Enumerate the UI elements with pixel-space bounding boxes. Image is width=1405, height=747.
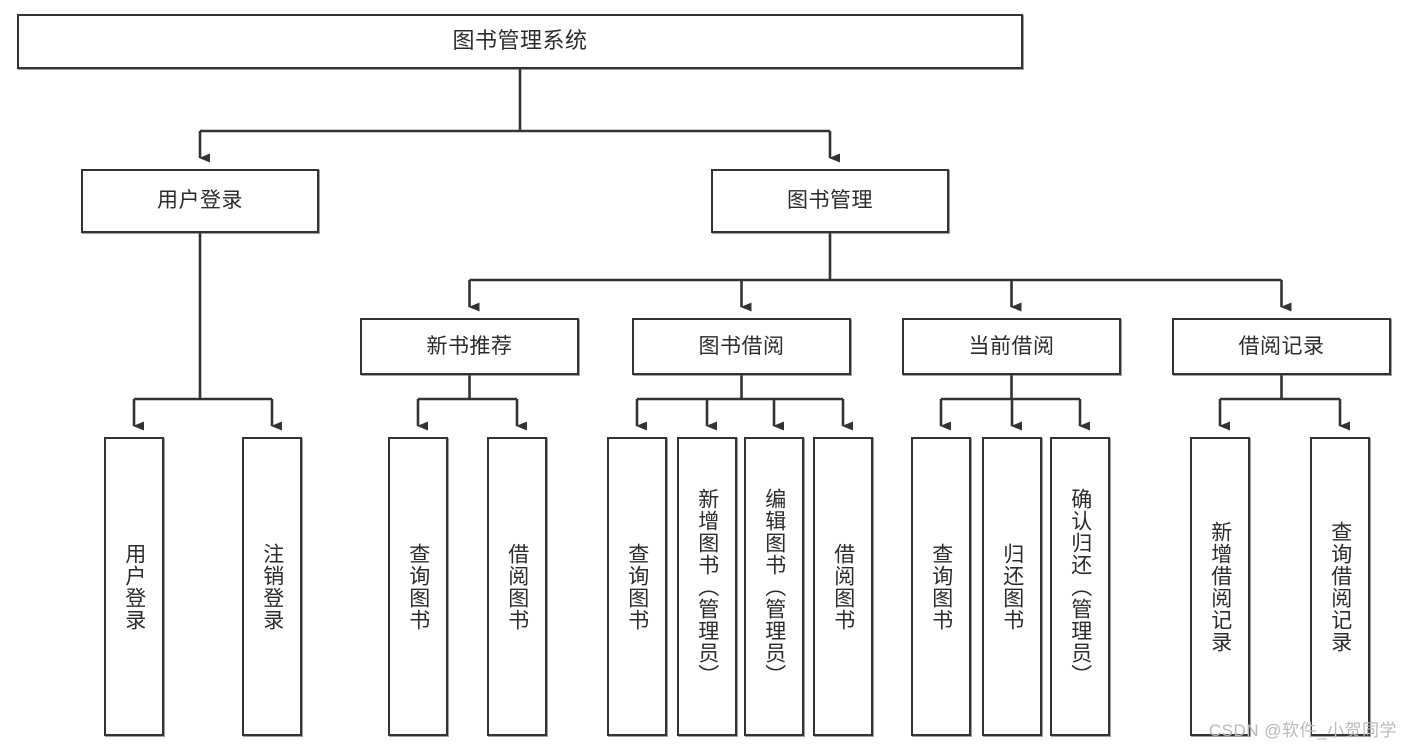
node-book-management[interactable]: 图书管理 — [711, 169, 949, 233]
leaf-confirm-return-admin[interactable]: 确认归还（管理员） — [1050, 437, 1110, 736]
leaf-borrow-book-recommend-label: 借阅图书 — [505, 542, 529, 631]
leaf-user-login-label: 用户登录 — [122, 542, 146, 631]
node-book-borrow-label: 图书借阅 — [698, 334, 785, 358]
node-user-login-label: 用户登录 — [157, 189, 243, 213]
leaf-edit-book-admin-label: 编辑图书（管理员） — [762, 487, 786, 686]
leaf-logout-label: 注销登录 — [260, 542, 284, 631]
leaf-add-borrow-record[interactable]: 新增借阅记录 — [1190, 437, 1250, 736]
node-root-label: 图书管理系统 — [452, 28, 588, 54]
node-book-borrow[interactable]: 图书借阅 — [632, 318, 851, 375]
node-borrow-records[interactable]: 借阅记录 — [1172, 318, 1391, 375]
leaf-query-book[interactable]: 查询图书 — [607, 437, 667, 736]
node-current-borrow[interactable]: 当前借阅 — [902, 318, 1121, 375]
leaf-borrow-book-label: 借阅图书 — [831, 542, 855, 631]
leaf-confirm-return-admin-label: 确认归还（管理员） — [1068, 487, 1092, 686]
node-book-management-label: 图书管理 — [787, 189, 873, 213]
leaf-query-borrow-record-label: 查询借阅记录 — [1328, 520, 1352, 653]
leaf-return-book-label: 归还图书 — [1000, 542, 1024, 631]
leaf-query-book-current-label: 查询图书 — [929, 542, 953, 631]
node-root[interactable]: 图书管理系统 — [17, 14, 1023, 69]
leaf-borrow-book-recommend[interactable]: 借阅图书 — [487, 437, 547, 736]
node-new-book-recommend-label: 新书推荐 — [426, 334, 513, 358]
leaf-logout[interactable]: 注销登录 — [242, 437, 302, 736]
leaf-return-book[interactable]: 归还图书 — [982, 437, 1042, 736]
leaf-add-book-admin-label: 新增图书（管理员） — [695, 487, 719, 686]
leaf-query-book-current[interactable]: 查询图书 — [911, 437, 971, 736]
leaf-user-login[interactable]: 用户登录 — [104, 437, 164, 736]
leaf-add-borrow-record-label: 新增借阅记录 — [1208, 520, 1232, 653]
node-user-login[interactable]: 用户登录 — [81, 169, 319, 233]
leaf-query-book-label: 查询图书 — [625, 542, 649, 631]
node-new-book-recommend[interactable]: 新书推荐 — [360, 318, 579, 375]
node-current-borrow-label: 当前借阅 — [968, 334, 1055, 358]
leaf-edit-book-admin[interactable]: 编辑图书（管理员） — [744, 437, 804, 736]
node-borrow-records-label: 借阅记录 — [1238, 334, 1325, 358]
leaf-add-book-admin[interactable]: 新增图书（管理员） — [677, 437, 737, 736]
leaf-query-borrow-record[interactable]: 查询借阅记录 — [1310, 437, 1370, 736]
leaf-borrow-book[interactable]: 借阅图书 — [813, 437, 873, 736]
leaf-query-book-recommend[interactable]: 查询图书 — [388, 437, 448, 736]
leaf-query-book-recommend-label: 查询图书 — [406, 542, 430, 631]
connector-group — [132, 69, 1350, 431]
